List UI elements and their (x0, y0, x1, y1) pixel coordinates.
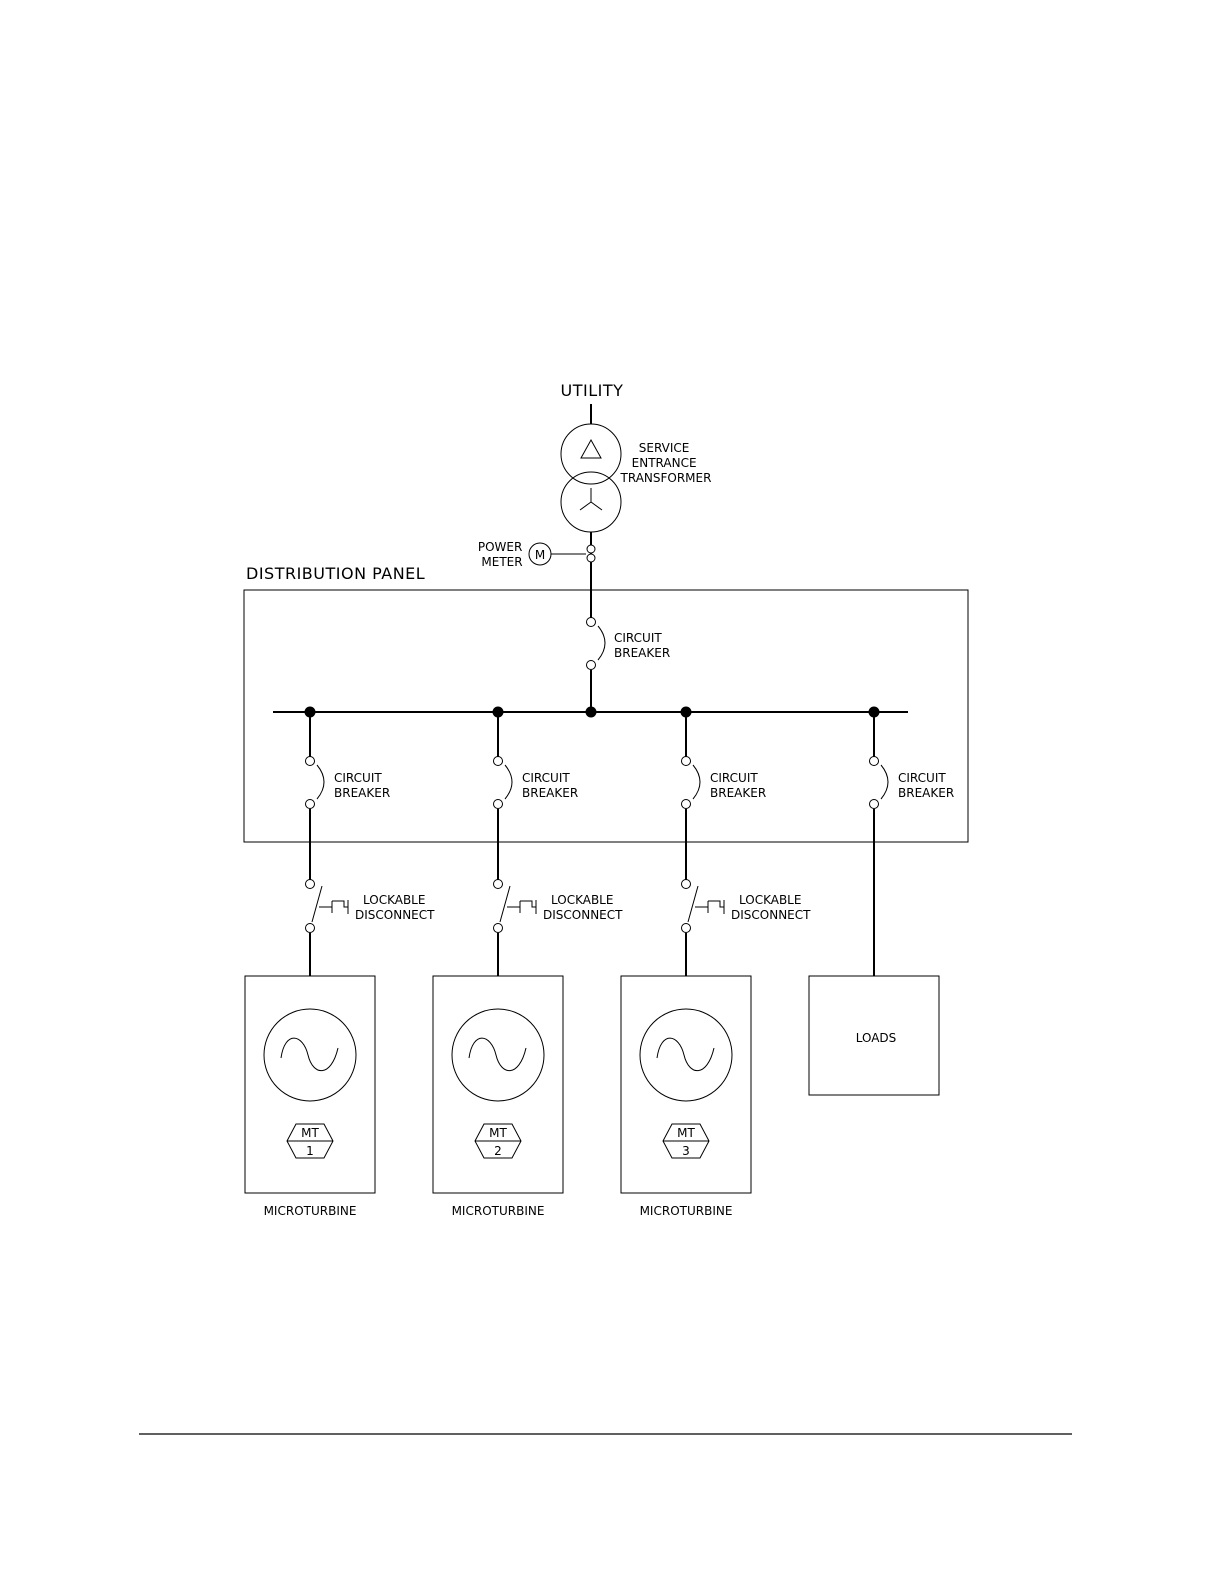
microturbine-unit: MT 2 (433, 976, 563, 1193)
branch-breaker-label: CIRCUIT BREAKER (710, 771, 766, 800)
lockable-disconnect-switch (306, 880, 349, 933)
transformer-label: SERVICE ENTRANCE TRANSFORMER (620, 441, 712, 485)
lockable-disconnect-switch (494, 880, 537, 933)
utility-label: UTILITY (561, 381, 624, 400)
panel-label: DISTRIBUTION PANEL (246, 564, 425, 583)
branch-breaker-label: CIRCUIT BREAKER (898, 771, 954, 800)
branch-breaker-label: CIRCUIT BREAKER (522, 771, 578, 800)
microturbine-label: MICROTURBINE (264, 1204, 357, 1218)
microturbine-label: MICROTURBINE (640, 1204, 733, 1218)
main-circuit-breaker (587, 618, 606, 670)
disconnect-label: LOCKABLE DISCONNECT (731, 893, 811, 922)
svg-text:MT: MT (301, 1126, 319, 1140)
power-meter: M (529, 543, 595, 565)
loads-label: LOADS (856, 1031, 897, 1045)
microturbine-unit: MT 3 (621, 976, 751, 1193)
load-branch: CIRCUIT BREAKER LOADS (809, 712, 954, 1095)
branch-circuit-breaker (682, 757, 701, 809)
svg-text:MT: MT (677, 1126, 695, 1140)
branch-breaker-label: CIRCUIT BREAKER (334, 771, 390, 800)
lock-icon (507, 900, 536, 914)
svg-text:M: M (535, 548, 545, 562)
disconnect-label: LOCKABLE DISCONNECT (355, 893, 435, 922)
disconnect-label: LOCKABLE DISCONNECT (543, 893, 623, 922)
svg-text:2: 2 (494, 1144, 502, 1158)
transformer-symbol (561, 424, 621, 532)
current-transformer-icon (587, 545, 595, 553)
lock-icon (319, 900, 348, 914)
generator-icon (640, 1009, 732, 1101)
generator-icon (264, 1009, 356, 1101)
branch-circuit-breaker (494, 757, 513, 809)
microturbine-label: MICROTURBINE (452, 1204, 545, 1218)
branch-circuit-breaker (870, 757, 889, 809)
delta-winding-icon (581, 440, 601, 458)
branch-1: CIRCUIT BREAKER LOCKABLE DISCONNECT MT 1… (245, 712, 435, 1218)
branch-2: CIRCUIT BREAKER LOCKABLE DISCONNECT MT 2… (433, 712, 623, 1218)
distribution-panel (244, 590, 968, 842)
wye-winding-icon (580, 488, 602, 510)
lockable-disconnect-switch (682, 880, 725, 933)
svg-text:3: 3 (682, 1144, 690, 1158)
main-breaker-label: CIRCUIT BREAKER (614, 631, 670, 660)
svg-text:1: 1 (306, 1144, 314, 1158)
lock-icon (695, 900, 724, 914)
branch-3: CIRCUIT BREAKER LOCKABLE DISCONNECT MT 3… (621, 712, 811, 1218)
branch-circuit-breaker (306, 757, 325, 809)
microturbine-unit: MT 1 (245, 976, 375, 1193)
generator-icon (452, 1009, 544, 1101)
svg-text:MT: MT (489, 1126, 507, 1140)
power-meter-label: POWER METER (478, 540, 526, 569)
